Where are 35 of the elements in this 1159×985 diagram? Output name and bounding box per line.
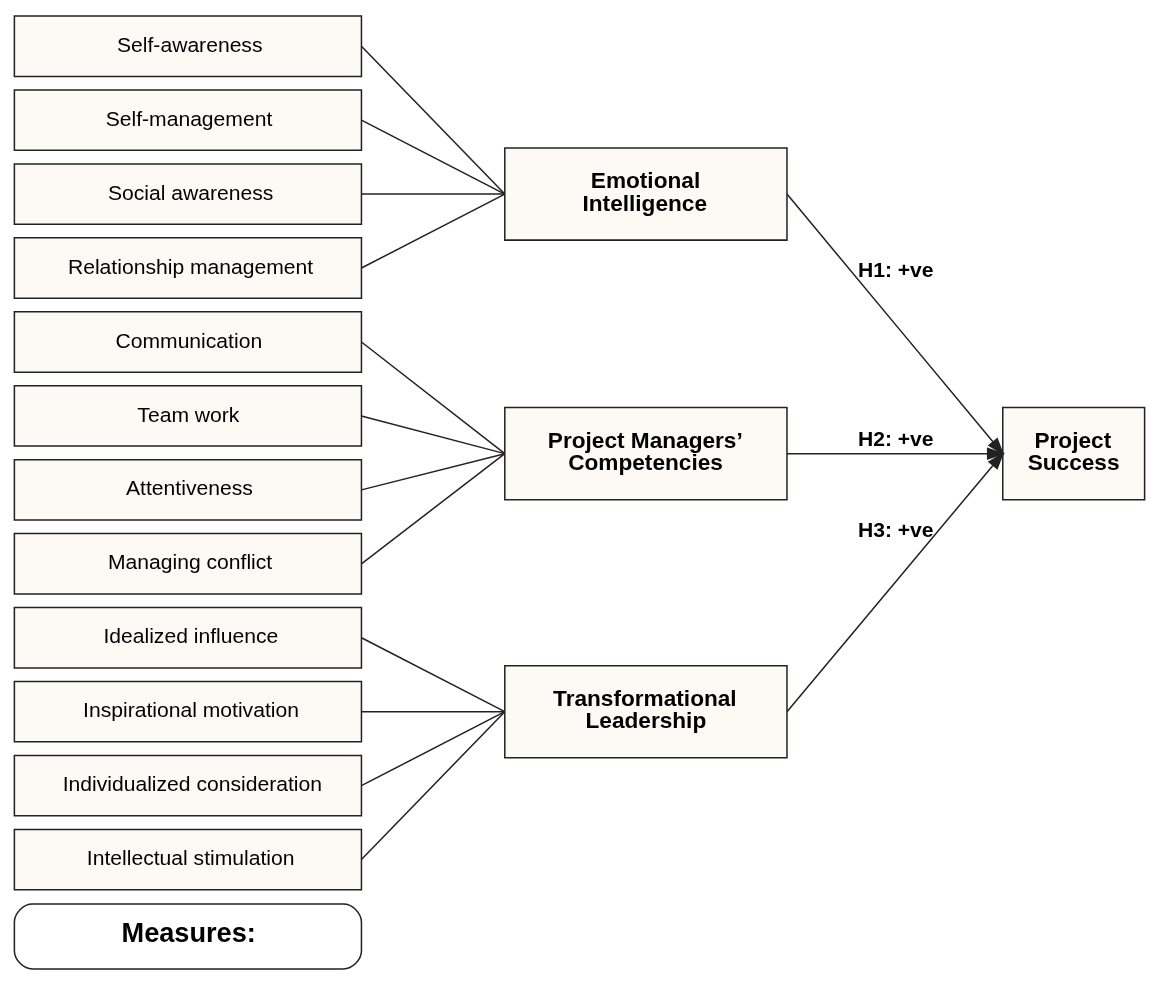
connector [360, 193, 506, 269]
node-box: Self-management [13, 89, 363, 152]
connector [360, 415, 506, 455]
connector [360, 119, 506, 195]
node-box: Project Success [1002, 406, 1146, 501]
connector [360, 637, 506, 713]
connector [360, 710, 506, 787]
edge-label: H3: +ve [857, 517, 934, 541]
arrow [786, 451, 1005, 713]
connector [360, 452, 506, 565]
node-box: Managing conflict [13, 532, 363, 595]
node-box: Team work [13, 385, 363, 447]
node-box: Emotional Intelligence [504, 147, 788, 241]
node-box: Intellectual stimulation [13, 828, 363, 891]
node-box: Idealized influence [13, 606, 363, 669]
edge-label: H2: +ve [857, 427, 934, 451]
node-box: Inspirational motivation [13, 680, 363, 743]
node-box: Project Managers’ Competencies [504, 406, 788, 501]
node-box: Measures: [13, 903, 363, 970]
node-box: Relationship management [13, 237, 363, 299]
node-box: Self-awareness [13, 15, 363, 78]
node-box: Individualized consideration [13, 754, 363, 817]
edge-label: H1: +ve [857, 258, 934, 282]
node-box: Social awareness [13, 163, 363, 226]
connector [360, 193, 506, 195]
node-box: Communication [13, 311, 363, 373]
node-box: Attentiveness [13, 458, 363, 521]
connector [360, 710, 506, 713]
connector [360, 452, 506, 491]
connector [360, 45, 506, 195]
arrow [786, 447, 1006, 460]
arrow [786, 193, 1005, 456]
connector [360, 341, 506, 455]
connector [360, 710, 506, 861]
node-box: Transformational Leadership [504, 664, 788, 759]
